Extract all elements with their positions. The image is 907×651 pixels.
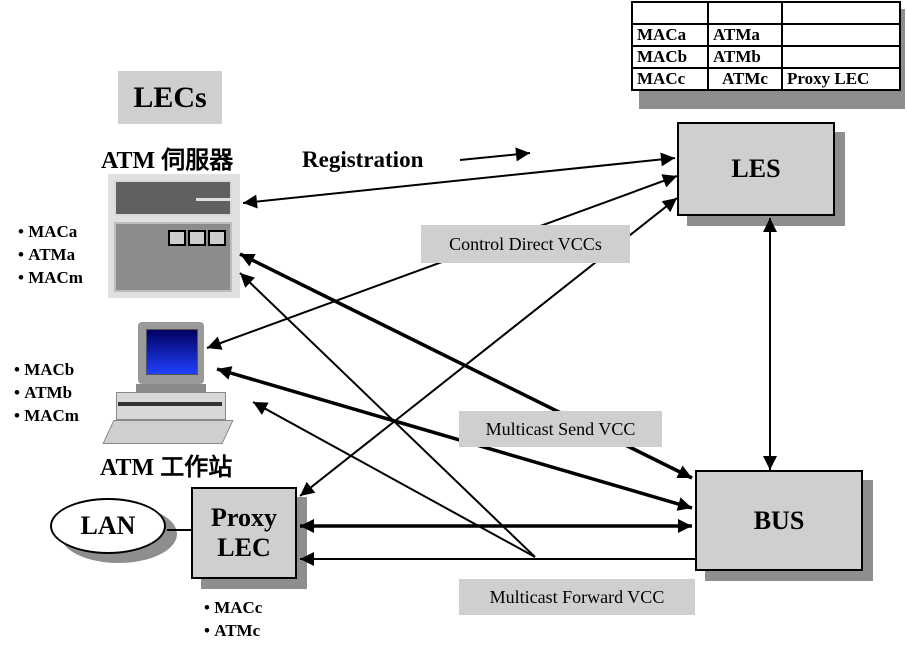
table-cell: Proxy LEC bbox=[781, 67, 901, 91]
table-row bbox=[631, 1, 901, 25]
table-cell: ATMb bbox=[707, 45, 783, 69]
list-item: MACm bbox=[14, 404, 79, 427]
server-addresses: MACa ATMa MACm bbox=[18, 220, 83, 289]
workstation-title: ATM 工作站 bbox=[100, 455, 233, 481]
workstation-icon bbox=[102, 320, 244, 448]
lan-label: LAN bbox=[80, 511, 136, 540]
table-cell bbox=[631, 1, 709, 25]
list-item: MACc bbox=[204, 596, 262, 619]
list-item: MACm bbox=[18, 266, 83, 289]
proxy-addresses: MACc ATMc bbox=[204, 596, 262, 642]
lan-node: LAN bbox=[50, 498, 166, 554]
list-item: MACa bbox=[18, 220, 83, 243]
registration-arrow bbox=[459, 147, 531, 162]
server-title: ATM 伺服器 bbox=[101, 148, 234, 174]
multicast-send-workstation bbox=[216, 366, 693, 511]
list-item: ATMa bbox=[18, 243, 83, 266]
multicast-forward-server bbox=[239, 272, 536, 558]
mapping-table: MACa ATMa MACb ATMb MACc ATMc Proxy LEC bbox=[631, 1, 901, 91]
les-node: LES bbox=[677, 122, 835, 216]
table-cell bbox=[781, 45, 901, 69]
table-row: MACc ATMc Proxy LEC bbox=[631, 67, 901, 91]
proxy-lec-label-line2: LEC bbox=[217, 533, 271, 562]
table-cell bbox=[707, 1, 783, 25]
multicast-forward-workstation bbox=[252, 401, 536, 558]
table-row: MACa ATMa bbox=[631, 23, 901, 47]
table-row: MACb ATMb bbox=[631, 45, 901, 69]
table-cell: MACb bbox=[631, 45, 709, 69]
workstation-addresses: MACb ATMb MACm bbox=[14, 358, 79, 427]
bus-node: BUS bbox=[695, 470, 863, 571]
lecs-label: LECs bbox=[118, 71, 222, 124]
multicast-send-label: Multicast Send VCC bbox=[459, 411, 662, 447]
multicast-forward-label: Multicast Forward VCC bbox=[459, 579, 695, 615]
table-cell bbox=[781, 1, 901, 25]
registration-label: Registration bbox=[302, 147, 424, 173]
table-cell bbox=[781, 23, 901, 47]
table-cell: ATMc bbox=[707, 67, 783, 91]
bus-label: BUS bbox=[753, 505, 805, 535]
les-label: LES bbox=[731, 154, 781, 184]
control-direct-label: Control Direct VCCs bbox=[421, 225, 630, 263]
table-cell: ATMa bbox=[707, 23, 783, 47]
list-item: ATMc bbox=[204, 619, 262, 642]
table-cell: MACc bbox=[631, 67, 709, 91]
list-item: ATMb bbox=[14, 381, 79, 404]
table-cell: MACa bbox=[631, 23, 709, 47]
list-item: MACb bbox=[14, 358, 79, 381]
